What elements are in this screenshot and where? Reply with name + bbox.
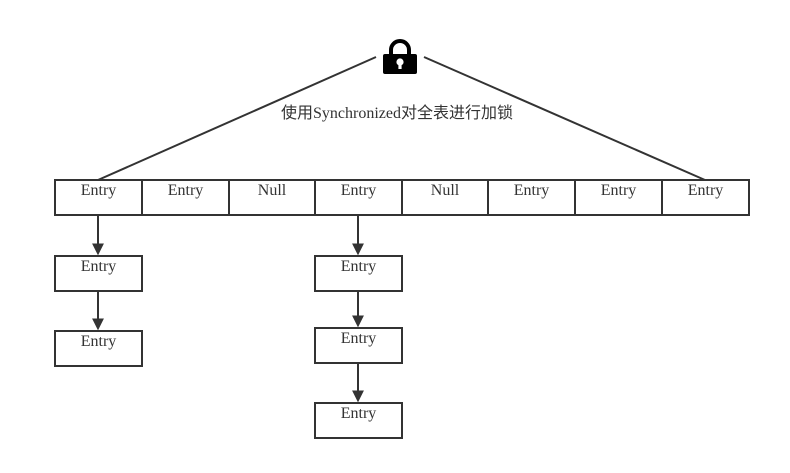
table-cell-0: Entry bbox=[54, 179, 143, 216]
lock-caption: 使用Synchronized对全表进行加锁 bbox=[281, 105, 513, 122]
lock-line-left bbox=[97, 56, 377, 181]
table-cell-5: Entry bbox=[487, 179, 576, 216]
lock-icon bbox=[383, 39, 417, 74]
table-cell-7: Entry bbox=[661, 179, 750, 216]
chain-4-node-1: Entry bbox=[314, 327, 403, 364]
chain-4-node-0: Entry bbox=[314, 255, 403, 292]
table-cell-2: Null bbox=[228, 179, 316, 216]
table-cell-4: Null bbox=[401, 179, 489, 216]
chain-1-node-1: Entry bbox=[54, 330, 143, 367]
table-cell-1: Entry bbox=[141, 179, 230, 216]
table-cell-3: Entry bbox=[314, 179, 403, 216]
lock-line-right bbox=[423, 56, 706, 181]
table-cell-6: Entry bbox=[574, 179, 663, 216]
chain-1-node-0: Entry bbox=[54, 255, 143, 292]
chain-4-node-2: Entry bbox=[314, 402, 403, 439]
